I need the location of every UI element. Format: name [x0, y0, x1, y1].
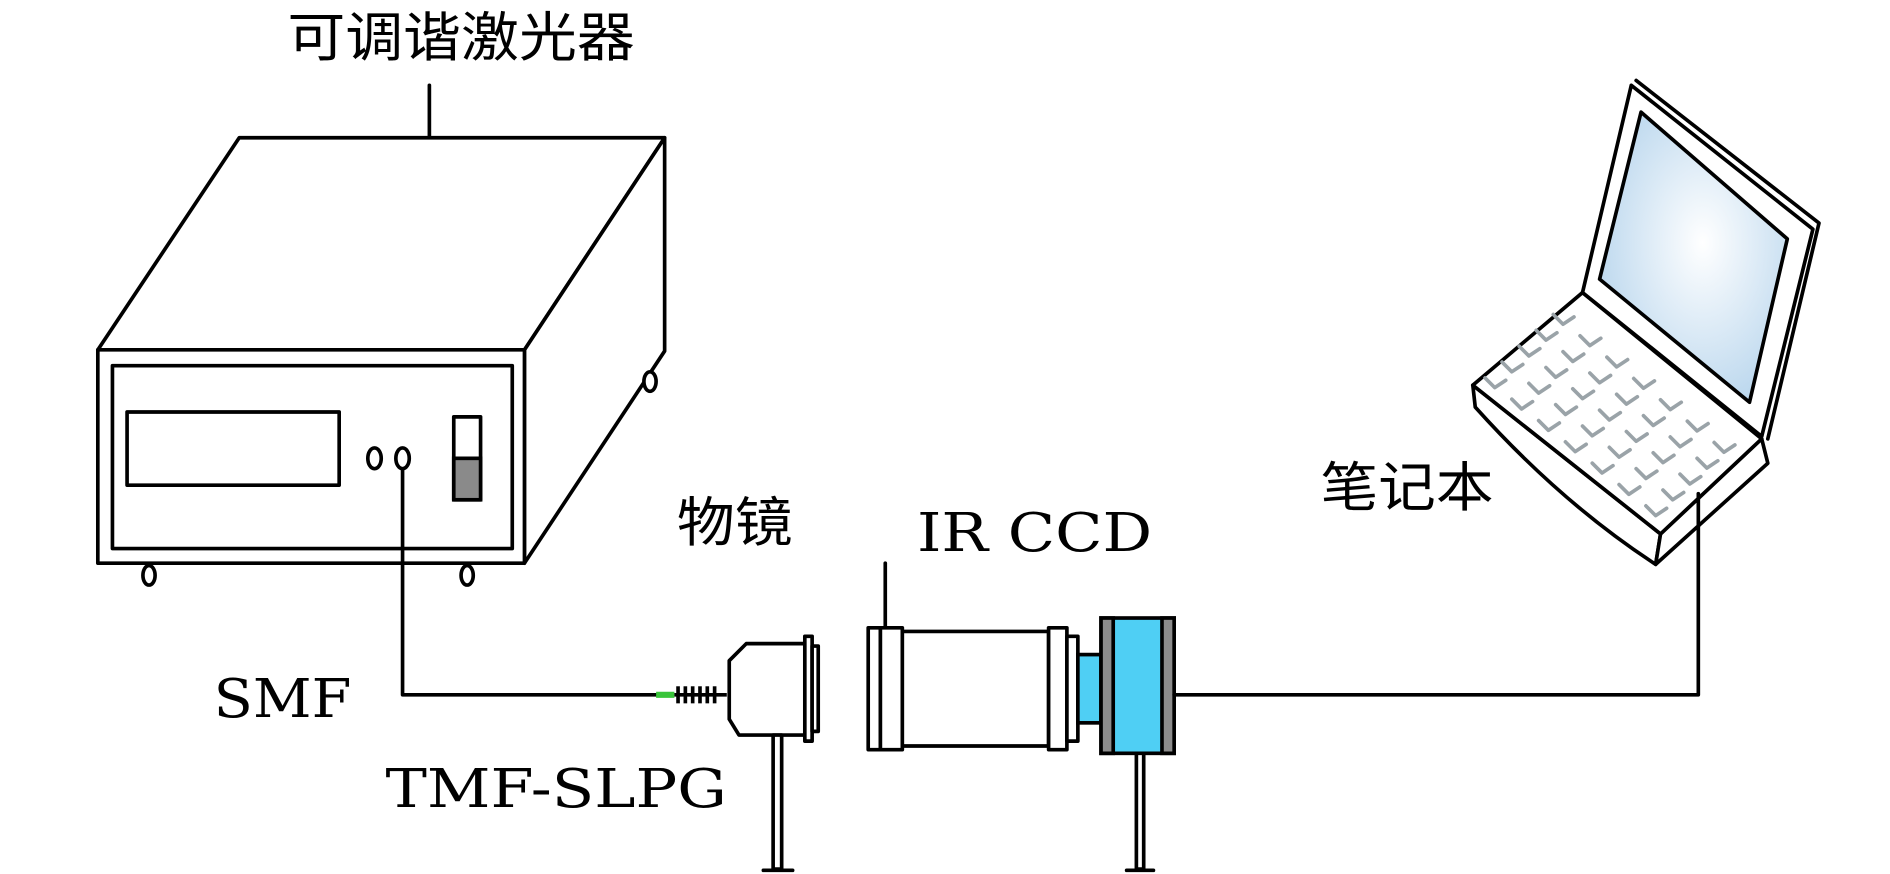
ccd-mount-post	[1134, 751, 1146, 871]
objective-label: 物镜	[677, 491, 793, 554]
laptop: 笔记本	[1320, 78, 1821, 567]
keyboard-key	[1483, 376, 1508, 390]
keyboard-key	[1509, 397, 1535, 411]
fiber-coil	[674, 686, 727, 704]
keyboard-key	[1578, 333, 1603, 348]
smf-label: SMF	[214, 667, 352, 730]
keyboard-key	[1570, 387, 1596, 401]
keyboard-key	[1605, 355, 1630, 369]
fiber-line	[400, 467, 661, 697]
laser-label: 可调谐激光器	[287, 6, 634, 69]
keyboard-key	[1678, 472, 1703, 486]
laser-foot	[459, 563, 476, 587]
ccd-camera-side-band	[1160, 616, 1176, 756]
tmf-slpg-label: TMF-SLPG	[385, 757, 726, 820]
keyboard-key	[1517, 344, 1542, 358]
laptop-label: 笔记本	[1320, 456, 1493, 519]
laser-knob	[365, 446, 384, 471]
keyboard-key	[1607, 445, 1632, 459]
keyboard-key	[1536, 418, 1562, 433]
keyboard-key	[1668, 435, 1693, 449]
ccd-camera-side-band	[1099, 616, 1116, 756]
data-cable	[1172, 491, 1701, 697]
laptop-keyboard	[1483, 312, 1737, 518]
ccd-front-ring	[878, 625, 905, 752]
ir-ccd-label: IR CCD	[917, 501, 1152, 564]
keyboard-key	[1588, 371, 1613, 385]
keyboard-key	[1553, 402, 1579, 417]
keyboard-key	[1500, 360, 1525, 374]
objective-body	[727, 641, 807, 737]
keyboard-key	[1527, 381, 1552, 395]
keyboard-key	[1712, 440, 1737, 455]
keyboard-key	[1658, 397, 1684, 412]
objective-lens: 物镜	[677, 491, 821, 873]
tunable-laser: 可调谐激光器	[95, 6, 667, 587]
ccd-adapter	[1076, 652, 1103, 725]
keyboard-key	[1544, 365, 1569, 380]
keyboard-key	[1685, 419, 1710, 433]
laptop-screen	[1597, 110, 1790, 405]
laser-switch-lever	[451, 456, 483, 502]
keyboard-key	[1624, 429, 1649, 444]
laser-output-port	[394, 446, 412, 471]
keyboard-key	[1644, 504, 1669, 518]
keyboard-key	[1580, 424, 1606, 438]
keyboard-key	[1617, 482, 1642, 497]
laptop-lid-edge	[1634, 78, 1821, 441]
keyboard-key	[1695, 456, 1720, 470]
keyboard-key	[1534, 328, 1559, 342]
keyboard-key	[1551, 312, 1576, 327]
objective-mount-post	[771, 733, 784, 871]
keyboard-key	[1631, 376, 1657, 391]
keyboard-key	[1597, 408, 1623, 422]
keyboard-key	[1561, 349, 1586, 364]
keyboard-key	[1614, 392, 1640, 406]
ccd-rear-ring	[1046, 625, 1069, 752]
laser-foot	[642, 369, 658, 394]
keyboard-key	[1641, 413, 1667, 428]
ir-ccd-camera: IR CCD	[866, 501, 1176, 873]
laser-foot	[141, 563, 157, 587]
keyboard-key	[1661, 488, 1686, 502]
keyboard-key	[1590, 461, 1615, 475]
keyboard-key	[1634, 466, 1659, 481]
single-mode-fiber: SMF TMF-SLPG	[214, 467, 727, 820]
ccd-lens-tube	[900, 629, 1051, 748]
laser-display	[125, 410, 342, 487]
keyboard-key	[1563, 440, 1589, 454]
keyboard-key	[1651, 451, 1676, 465]
objective-flange-ring	[810, 644, 821, 734]
laptop-base-front	[1470, 383, 1663, 567]
